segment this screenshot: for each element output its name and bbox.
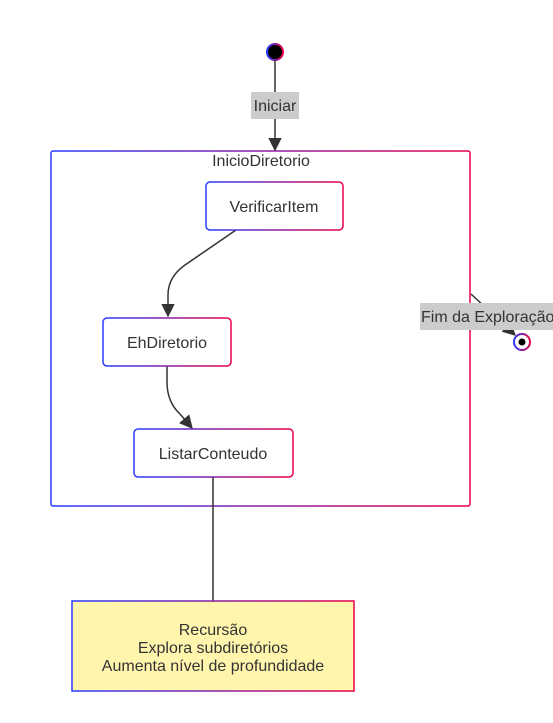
edge-verificar-to-ehdiretorio [161, 229, 237, 318]
end-transition-label: Fim da Exploração [421, 309, 553, 326]
state-eh-diretorio[interactable] [102, 317, 232, 367]
state-eh-diretorio-label: EhDiretorio [127, 335, 207, 352]
note-line-3: Aumenta nível de profundidade [102, 658, 324, 675]
note-line-2: Explora subdiretórios [138, 640, 288, 657]
end-node-inner [518, 338, 526, 346]
end-transition-label-bg [420, 303, 553, 330]
composite-state-title: InicioDiretorio [212, 153, 310, 170]
note-line-1: Recursão [179, 622, 248, 639]
state-listar-conteudo-label: ListarConteudo [159, 446, 268, 463]
start-transition-label: Iniciar [254, 98, 297, 115]
state-verificar-item-label: VerificarItem [230, 199, 319, 216]
start-node [266, 43, 284, 61]
start-transition-label-bg [251, 92, 299, 119]
edge-ehdiretorio-to-listar [166, 366, 193, 430]
note-box[interactable] [71, 600, 355, 692]
state-verificar-item[interactable] [205, 181, 344, 231]
